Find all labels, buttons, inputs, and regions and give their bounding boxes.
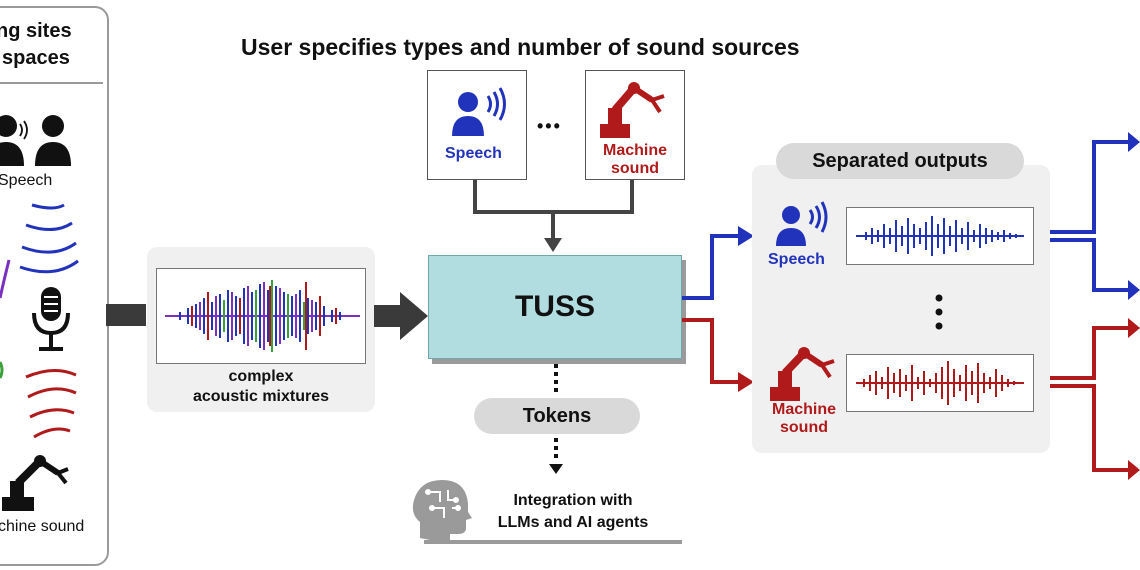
mixture-to-tuss-arrow — [374, 292, 428, 340]
machine-selector-label-2: sound — [611, 160, 659, 177]
tuss-to-tokens-dots — [554, 364, 558, 396]
machine-wave-icon — [25, 369, 77, 439]
integration-line-2: LLMs and AI agents — [497, 514, 649, 531]
mixture-waveform-icon — [165, 280, 360, 352]
tokens-pill: Tokens — [474, 398, 640, 434]
mixture-caption-1: complex — [228, 368, 294, 385]
integration-underline — [424, 540, 682, 544]
machine-waveform-icon — [856, 361, 1024, 405]
speaking-person-icon — [452, 87, 506, 136]
robot-arm-icon — [600, 82, 665, 138]
robot-arm-icon — [2, 455, 69, 511]
panel-title-line1: ng sites — [0, 20, 72, 42]
mixed-wave-icon — [0, 259, 11, 299]
panel-divider — [0, 82, 103, 84]
output-ellipsis-icon — [935, 294, 943, 330]
panel-machine-label: chine sound — [0, 518, 85, 535]
output-routing-arrows — [1050, 132, 1140, 480]
tuss-output-arrows — [682, 226, 754, 392]
selector-connector — [473, 180, 634, 252]
tuss-model-box: TUSS — [428, 255, 682, 359]
speech-waveform-icon — [856, 216, 1024, 256]
microphone-icon — [32, 287, 70, 351]
panel-speech-label: Speech — [0, 172, 53, 189]
outputs-title: Separated outputs — [812, 150, 988, 172]
speech-output-label: Speech — [768, 251, 825, 268]
header-title: User specifies types and number of sound… — [241, 34, 800, 60]
outputs-title-pill: Separated outputs — [776, 143, 1024, 179]
input-arrow-shaft — [106, 304, 146, 326]
selector-ellipsis: ••• — [537, 116, 562, 136]
brain-head-icon — [412, 480, 472, 544]
robot-arm-icon — [770, 347, 835, 401]
green-wave-icon — [0, 361, 4, 379]
speech-selector-label: Speech — [445, 145, 502, 162]
tokens-label: Tokens — [522, 405, 592, 427]
tokens-to-integration-dots — [549, 438, 563, 474]
tuss-label: TUSS — [514, 290, 595, 323]
integration-line-1: Integration with — [513, 492, 633, 509]
speech-wave-icon — [19, 203, 79, 274]
machine-output-label-1: Machine — [771, 401, 836, 418]
speaking-person-icon — [776, 201, 828, 246]
speaking-people-icon — [0, 115, 71, 166]
machine-selector-label-1: Machine — [602, 142, 667, 159]
machine-output-label-2: sound — [780, 419, 828, 436]
panel-title-line2: spaces — [2, 47, 70, 69]
mixture-caption-2: acoustic mixtures — [192, 388, 330, 405]
